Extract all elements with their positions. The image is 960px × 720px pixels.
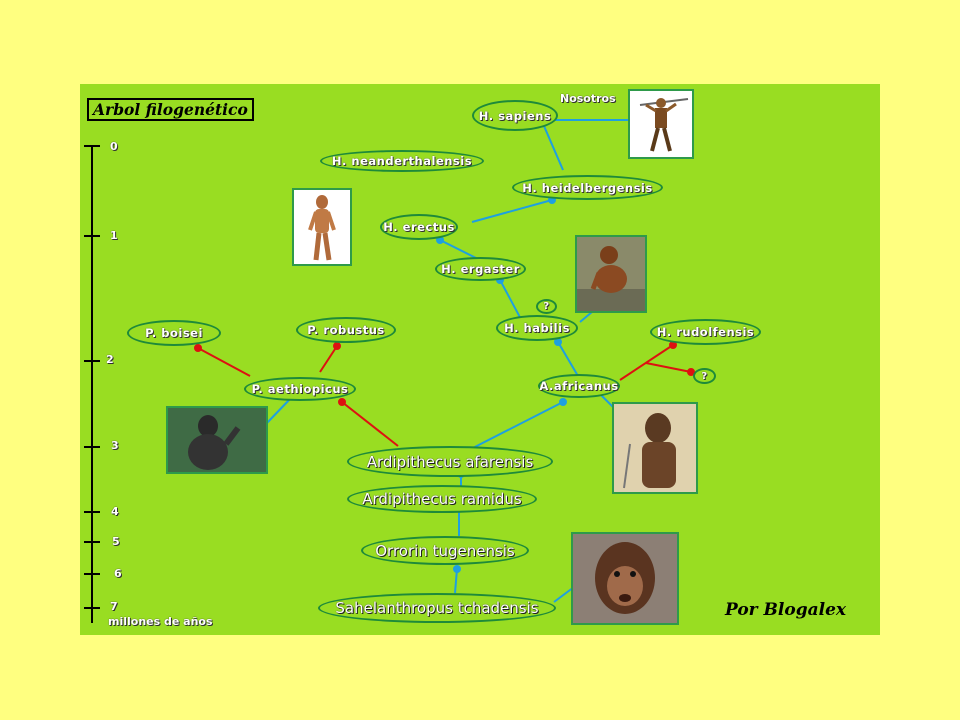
credit-signature: Por Blogalex — [725, 600, 847, 620]
tick-label-6: 6 — [114, 567, 122, 580]
nosotros-annotation: Nosotros — [560, 92, 616, 105]
edge-habilis-photo — [579, 311, 593, 323]
tick-label-3: 3 — [111, 439, 119, 452]
node-h-rudolfensis: H. rudolfensis — [650, 319, 761, 345]
edge-aethiopicus-photo — [265, 398, 291, 425]
node-h-habilis: H. habilis — [496, 315, 578, 341]
tick-label-4: 4 — [111, 505, 119, 518]
diagram-title: Arbol filogenético — [87, 98, 254, 121]
node-p-robustus: P. robustus — [296, 317, 396, 343]
node-p-aethiopicus: P. aethiopicus — [244, 377, 356, 401]
tick-label-0: 0 — [110, 140, 118, 153]
tick-label-2: 2 — [106, 353, 114, 366]
aethiopicus-gorilla-image — [166, 406, 268, 474]
edge-afarensis-aethiopicus — [341, 401, 399, 447]
erectus-figure-image — [292, 188, 352, 266]
habilis-crouching-image — [575, 235, 647, 313]
node-unknown-2: ? — [693, 368, 716, 384]
edge-africanus-habilis — [557, 341, 579, 377]
node-p-boisei: P. boisei — [127, 320, 221, 346]
edge-aethiopicus-boisei — [197, 347, 251, 377]
node-a-africanus: A.africanus — [538, 374, 620, 398]
node-unknown-1: ? — [536, 299, 557, 314]
tick-label-1: 1 — [110, 229, 118, 242]
node-h-erectus: H. erectus — [380, 214, 458, 240]
node-h-sapiens: H. sapiens — [472, 100, 558, 131]
edge-erectus-heidelbergensis — [471, 199, 553, 223]
node-ardipithecus-ramidus: Ardipithecus ramidus — [347, 485, 537, 513]
edge-africanus-unknown — [645, 362, 692, 373]
tree-edges — [84, 119, 695, 623]
node-h-heidelbergensis: H. heidelbergensis — [512, 175, 663, 200]
edge-afarensis-africanus — [464, 401, 564, 453]
sahelanthropus-head-image — [571, 532, 679, 625]
time-axis-caption: millones de años — [108, 615, 213, 628]
node-sahelanthropus-tchadensis: Sahelanthropus tchadensis — [318, 593, 556, 623]
node-h-ergaster: H. ergaster — [435, 257, 526, 281]
edge-tchadensis-tugenensis — [454, 568, 458, 594]
node-ardipithecus-afarensis: Ardipithecus afarensis — [347, 446, 553, 477]
edge-aethiopicus-robustus — [319, 345, 338, 373]
sapiens-hunter-image — [628, 89, 694, 159]
africanus-figure-image — [612, 402, 698, 494]
tick-label-7: 7 — [110, 600, 118, 613]
node-h-neanderthalensis: H. neanderthalensis — [320, 150, 484, 172]
node-orrorin-tugenensis: Orrorin tugenensis — [361, 536, 529, 565]
time-axis — [84, 145, 100, 623]
edge-heidelbergensis-sapiens — [543, 125, 564, 171]
phylogenetic-tree-panel: Arbol filogenético Nosotros 0 1 2 3 4 5 … — [80, 84, 880, 635]
tick-label-5: 5 — [112, 535, 120, 548]
